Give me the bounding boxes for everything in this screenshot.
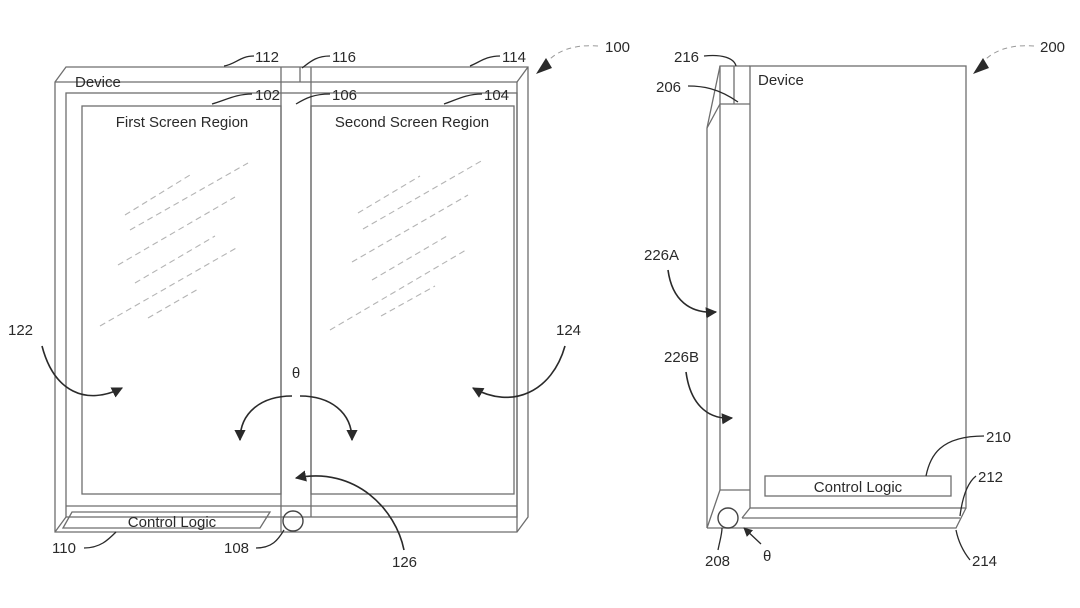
leader-200 xyxy=(982,45,1035,63)
leader-110 xyxy=(83,531,117,549)
ref-100: 100 xyxy=(605,39,630,56)
ref-114: 114 xyxy=(502,49,526,66)
angle-arrow-right xyxy=(299,395,358,442)
second-screen-label: Second Screen Region xyxy=(335,114,489,131)
angle-symbol-b: θ xyxy=(763,548,771,565)
ref-108: 108 xyxy=(224,540,249,557)
control-logic-label-b: Control Logic xyxy=(814,479,903,496)
arrowhead-200 xyxy=(973,58,989,74)
ref-102: 102 xyxy=(255,87,280,104)
ref-112: 112 xyxy=(255,49,279,66)
ref-216: 216 xyxy=(674,49,699,66)
leader-108 xyxy=(255,529,285,549)
leader-208 xyxy=(717,527,723,551)
folded-panel-206 xyxy=(706,65,750,529)
ref-212: 212 xyxy=(978,469,1003,486)
base-edge-212-214 xyxy=(707,507,967,529)
ref-116: 116 xyxy=(332,49,356,66)
ref-206: 206 xyxy=(656,79,681,96)
ref-104: 104 xyxy=(484,87,509,104)
leader-124 xyxy=(472,345,566,398)
leader-226a xyxy=(667,269,718,319)
ref-214: 214 xyxy=(972,553,997,570)
arrowhead-100 xyxy=(536,58,552,74)
device-200-front xyxy=(749,65,967,509)
control-logic-box-110 xyxy=(61,511,272,529)
screen-glare-right xyxy=(329,159,484,331)
ref-226a: 226A xyxy=(644,247,679,264)
leader-214 xyxy=(955,529,971,561)
sensor-108 xyxy=(282,510,304,532)
second-screen-region-104 xyxy=(310,105,515,495)
device-label-b: Device xyxy=(758,72,804,89)
leader-116 xyxy=(301,55,331,69)
ref-122: 122 xyxy=(8,322,33,339)
leader-210 xyxy=(925,435,985,477)
angle-arrow-left xyxy=(234,395,293,442)
leader-206 xyxy=(687,85,739,103)
ref-208: 208 xyxy=(705,553,730,570)
screen-glare-left xyxy=(99,162,249,327)
leader-100 xyxy=(546,45,599,63)
ref-106: 106 xyxy=(332,87,357,104)
angle-symbol-a: θ xyxy=(292,365,300,382)
ref-124: 124 xyxy=(556,322,581,339)
figure-a: Control Logic Device First Screen Region… xyxy=(8,39,630,571)
device-100-housing xyxy=(54,66,529,533)
ref-110: 110 xyxy=(52,540,76,557)
ref-210: 210 xyxy=(986,429,1011,446)
leader-212 xyxy=(959,475,977,517)
leader-106 xyxy=(295,93,331,105)
sensor-208 xyxy=(717,507,739,529)
hinge-106 xyxy=(280,67,312,532)
leader-122 xyxy=(41,345,124,398)
leader-102 xyxy=(211,93,253,105)
ref-226b: 226B xyxy=(664,349,699,366)
control-logic-label-a: Control Logic xyxy=(128,514,217,531)
first-screen-label: First Screen Region xyxy=(116,114,249,131)
leader-126 xyxy=(294,470,405,551)
leader-226b xyxy=(685,371,734,425)
figure-b: Control Logic Device θ 216 200 206 226A … xyxy=(644,39,1065,570)
ref-126: 126 xyxy=(392,554,417,571)
leader-216 xyxy=(703,54,737,67)
leader-112 xyxy=(223,55,255,67)
leader-114 xyxy=(469,55,501,67)
control-logic-box-210 xyxy=(764,475,952,497)
device-label-a: Device xyxy=(75,74,121,91)
ref-200: 200 xyxy=(1040,39,1065,56)
first-screen-region-102 xyxy=(81,105,282,495)
leader-104 xyxy=(443,93,483,105)
angle-arrow-b xyxy=(743,527,762,545)
